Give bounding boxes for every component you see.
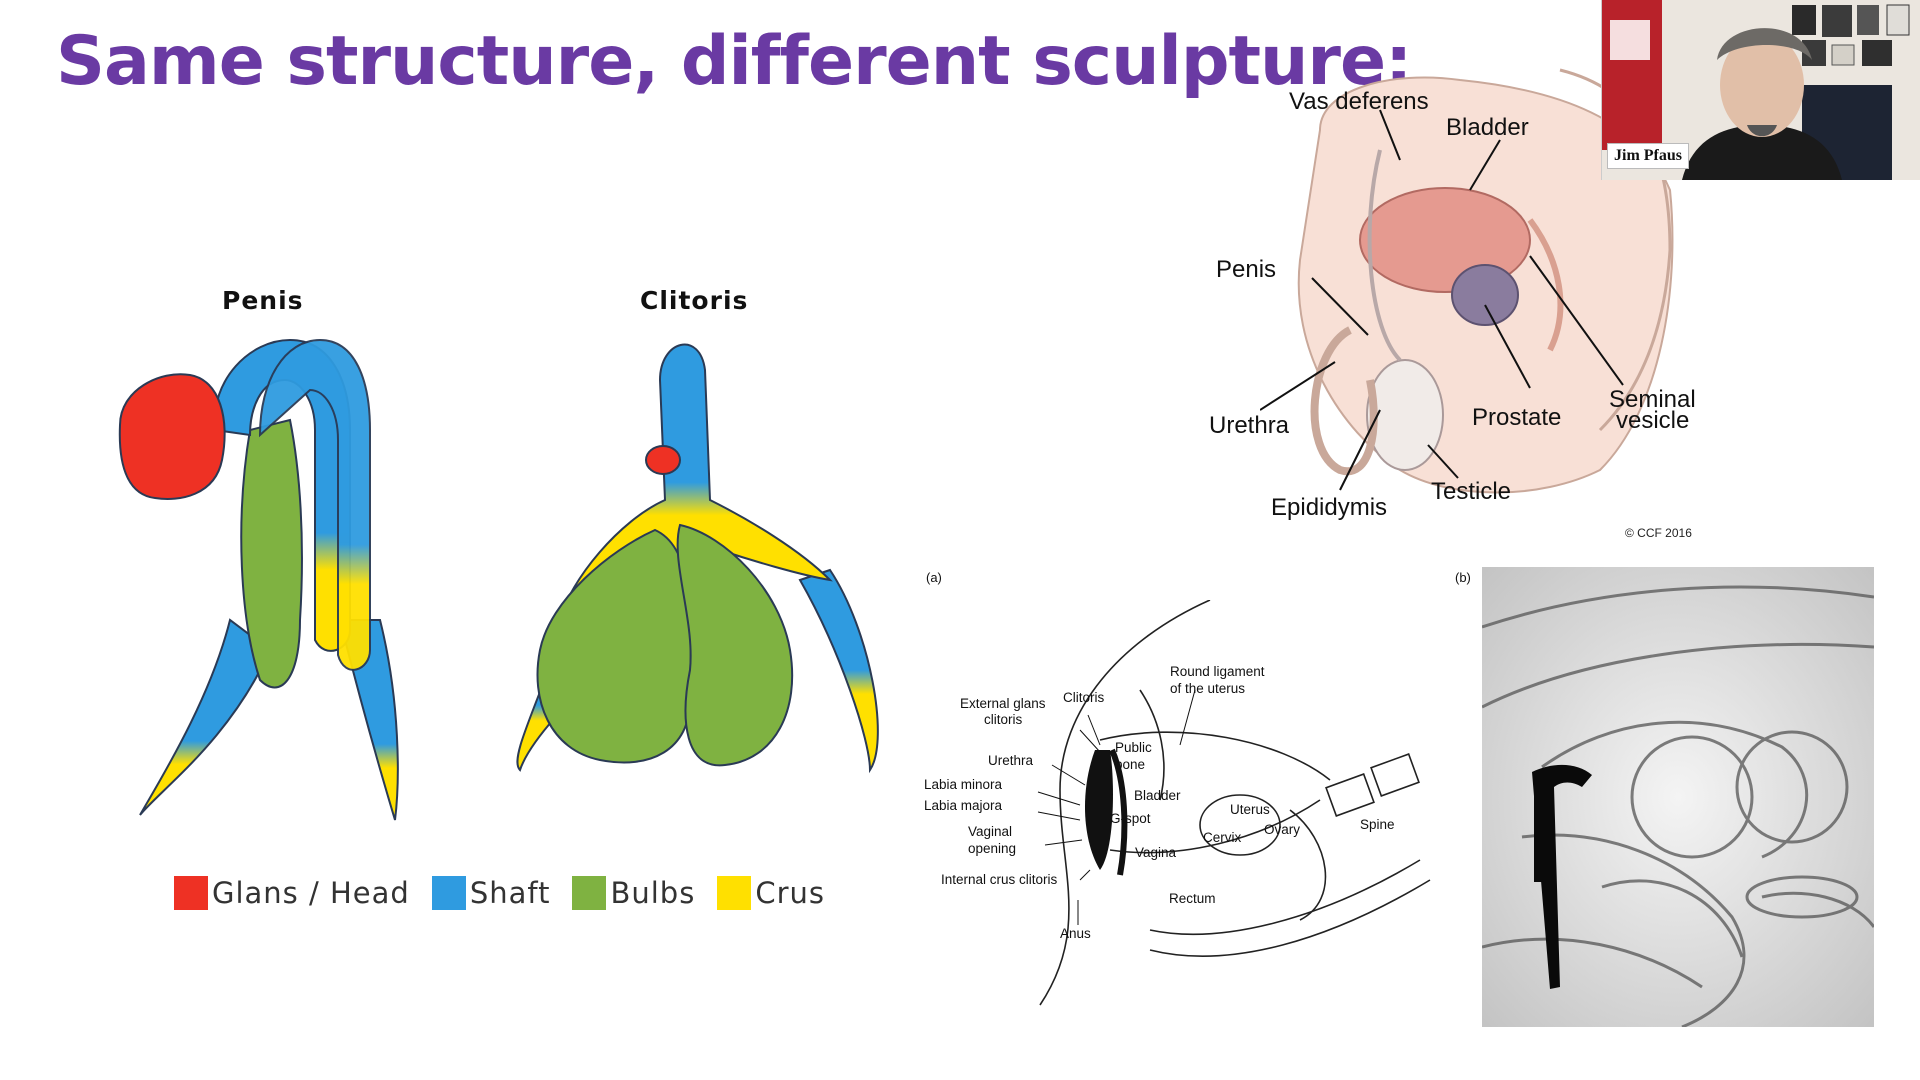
legend-item-bulbs: Bulbs <box>572 876 695 910</box>
label-anus: Anus <box>1060 926 1091 941</box>
legend-swatch-crus <box>717 876 752 910</box>
slide-title: Same structure, different sculpture: <box>56 22 1412 101</box>
label-labia-minora: Labia minora <box>924 777 1003 792</box>
label-external-glans-1: External glans <box>960 696 1046 711</box>
label-vesicle: vesicle <box>1616 407 1690 434</box>
label-urethra-f: Urethra <box>988 753 1034 768</box>
label-epididymis: Epididymis <box>1271 494 1388 521</box>
label-cervix: Cervix <box>1203 830 1242 845</box>
participant-video-tile[interactable]: Jim Pfaus <box>1601 0 1920 180</box>
panel-a-tag: (a) <box>926 570 942 585</box>
legend-item-shaft: Shaft <box>431 876 551 910</box>
clitoris-heading: Clitoris <box>640 286 749 315</box>
male-anatomy-illustration <box>1260 68 1674 494</box>
label-vas-deferens: Vas deferens <box>1289 88 1429 115</box>
label-clitoris: Clitoris <box>1063 690 1105 705</box>
label-bladder-f: Bladder <box>1134 788 1181 803</box>
copyright-note: © CCF 2016 <box>1625 526 1692 540</box>
legend-swatch-glans <box>174 876 208 910</box>
label-pubic-1: Public <box>1115 740 1152 755</box>
legend-swatch-shaft <box>431 876 466 910</box>
label-vaginal-1: Vaginal <box>968 824 1013 839</box>
legend-item-crus: Crus <box>717 876 825 910</box>
label-ovary: Ovary <box>1264 822 1301 837</box>
label-labia-majora: Labia majora <box>924 798 1003 813</box>
label-uterus: Uterus <box>1230 802 1270 817</box>
penis-illustration <box>118 338 399 821</box>
mri-render-image <box>1482 567 1874 1027</box>
label-rectum: Rectum <box>1169 891 1216 906</box>
clitoris-illustration <box>516 343 879 774</box>
label-round-ligament-2: of the uterus <box>1170 681 1246 696</box>
label-vagina: Vagina <box>1135 845 1177 860</box>
label-internal-crus: Internal crus clitoris <box>941 872 1058 887</box>
penis-clitoris-diagram <box>118 338 879 821</box>
legend-swatch-bulbs <box>572 876 607 910</box>
label-external-glans-2: clitoris <box>984 712 1023 727</box>
legend-item-glans: Glans / Head <box>174 876 410 910</box>
panel-b-tag: (b) <box>1455 570 1471 585</box>
color-legend: Glans / Head Shaft Bulbs Crus <box>174 876 825 910</box>
label-pubic-2: bone <box>1115 757 1146 772</box>
label-spine: Spine <box>1360 817 1395 832</box>
label-bladder: Bladder <box>1446 114 1529 141</box>
label-round-ligament-1: Round ligament <box>1170 664 1265 679</box>
label-gspot: G-spot <box>1110 811 1151 826</box>
female-anatomy-sketch <box>1037 600 1431 1006</box>
label-prostate: Prostate <box>1472 404 1562 431</box>
label-urethra: Urethra <box>1209 412 1290 439</box>
participant-name-tag: Jim Pfaus <box>1607 143 1689 169</box>
label-testicle: Testicle <box>1431 478 1512 505</box>
label-seminal: Seminal <box>1609 386 1696 413</box>
label-vaginal-2: opening <box>968 841 1017 856</box>
label-penis: Penis <box>1216 256 1277 283</box>
penis-heading: Penis <box>222 286 304 315</box>
